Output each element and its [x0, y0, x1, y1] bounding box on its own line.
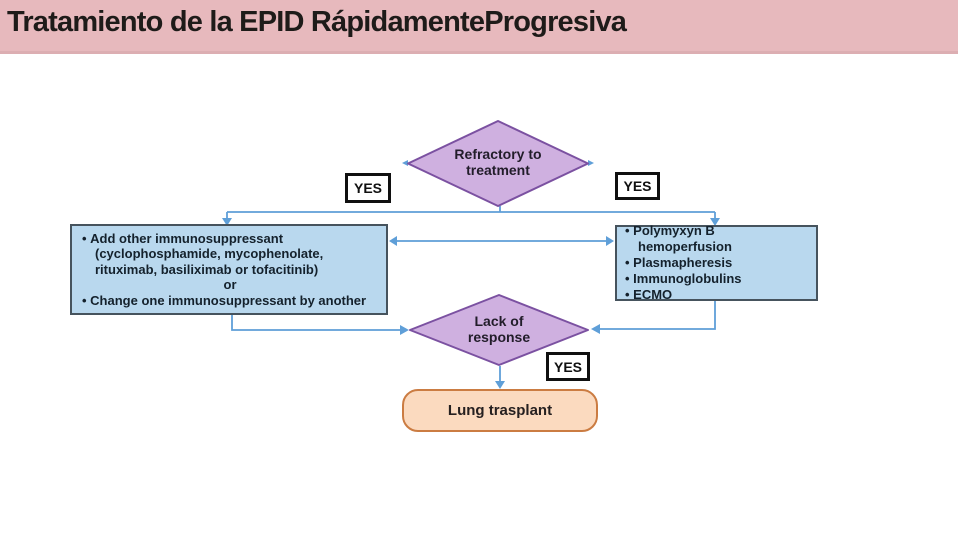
- yes-label-bottom: YES: [546, 352, 590, 381]
- yes-label-left: YES: [345, 173, 391, 203]
- yes-label-right: YES: [615, 172, 660, 200]
- lack-of-response-diamond-label: Lack of response: [467, 313, 531, 345]
- rescue-therapies-box: Polymyxyn B hemoperfusion Plasmapheresis…: [615, 223, 818, 303]
- right-box-item: Immunoglobulins: [625, 271, 812, 287]
- right-box-item: Polymyxyn B hemoperfusion: [625, 223, 812, 255]
- connector-lines: [226, 206, 716, 382]
- arrowhead-into-left-box: [222, 218, 232, 226]
- right-box-item: Plasmapheresis: [625, 255, 812, 271]
- lung-transplant-box: Lung trasplant: [402, 389, 598, 432]
- arrowhead-into-lack-diamond-left: [400, 325, 409, 335]
- arrowhead-into-lung-box: [495, 381, 505, 389]
- lack-of-response-diamond-shape: [409, 294, 589, 366]
- tick-refractory-left-vertex: [402, 160, 408, 166]
- slide-title-bar: Tratamiento de la EPID RápidamenteProgre…: [0, 0, 958, 54]
- left-box-item: Add other immunosuppressant (cyclophosph…: [82, 231, 378, 278]
- arrowhead-double-right: [606, 236, 614, 246]
- immunosuppressant-options-box: Add other immunosuppressant (cyclophosph…: [70, 224, 388, 315]
- arrowhead-double-left: [389, 236, 397, 246]
- right-box-item: ECMO: [625, 287, 812, 303]
- arrowhead-into-right-box: [710, 218, 720, 226]
- left-box-or-label: or: [223, 277, 237, 293]
- tick-refractory-right-vertex: [588, 160, 594, 166]
- left-box-item: Change one immunosuppressant by another: [82, 293, 378, 309]
- slide-title: Tratamiento de la EPID RápidamenteProgre…: [7, 6, 627, 38]
- arrowhead-into-lack-diamond-right: [591, 324, 600, 334]
- refractory-diamond-shape: [407, 120, 589, 207]
- refractory-diamond-label: Refractory to treatment: [454, 146, 542, 178]
